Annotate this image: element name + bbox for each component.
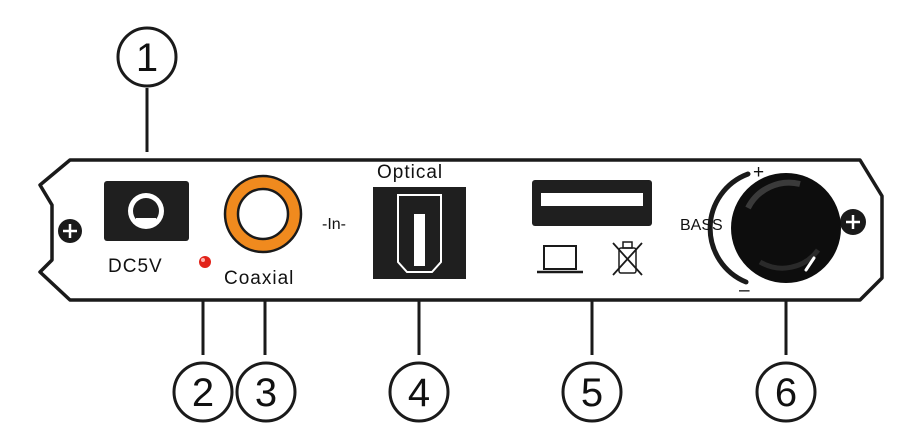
- input-label: -In-: [322, 216, 346, 233]
- laptop-icon: [537, 245, 583, 274]
- svg-text:3: 3: [255, 371, 277, 415]
- optical-label: Optical: [377, 162, 443, 183]
- svg-text:1: 1: [136, 36, 158, 80]
- power-led-icon: [199, 256, 211, 268]
- dc-power-jack[interactable]: [104, 181, 189, 241]
- right-screw-icon: [840, 209, 866, 235]
- optical-input-jack[interactable]: [373, 187, 466, 279]
- bass-minus-label: –: [739, 280, 751, 301]
- svg-text:4: 4: [408, 371, 430, 415]
- svg-text:2: 2: [192, 371, 214, 415]
- bass-label: BASS: [680, 217, 723, 234]
- callout-3: 3: [235, 361, 297, 423]
- coaxial-label: Coaxial: [224, 268, 294, 289]
- left-screw-icon: [58, 219, 82, 243]
- no-usb-drive-icon: [612, 241, 643, 276]
- coaxial-input-jack[interactable]: [223, 174, 303, 254]
- bass-scale-arc: [707, 171, 751, 285]
- callout-6: 6: [755, 361, 817, 423]
- callout-2: 2: [172, 361, 234, 423]
- svg-text:6: 6: [775, 371, 797, 415]
- callout-leaders: [145, 88, 788, 355]
- callout-4: 4: [388, 361, 450, 423]
- svg-text:5: 5: [581, 371, 603, 415]
- bass-knob[interactable]: [731, 173, 841, 283]
- callout-5: 5: [561, 361, 623, 423]
- dc-label: DC5V: [108, 256, 163, 277]
- bass-plus-label: +: [753, 162, 765, 183]
- callout-1: 1: [116, 26, 178, 88]
- usb-port[interactable]: [532, 180, 652, 226]
